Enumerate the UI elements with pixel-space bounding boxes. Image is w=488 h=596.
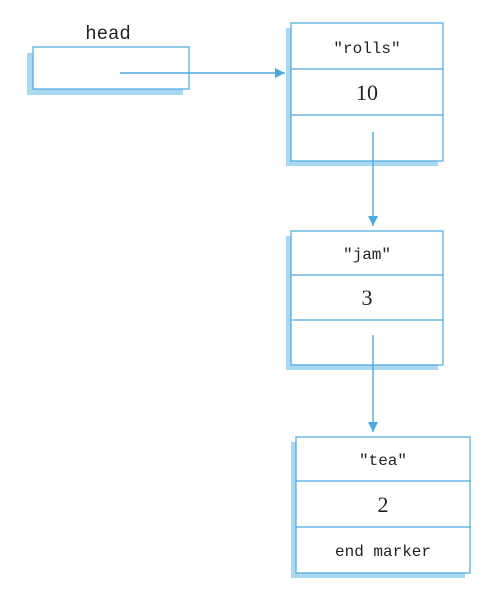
- head-box: [32, 46, 190, 90]
- node-box: [295, 436, 471, 574]
- node-name-field: "tea": [359, 452, 407, 470]
- list-node-jam: "jam" 3: [286, 230, 444, 370]
- node-box: [290, 230, 444, 366]
- node-name-field: "rolls": [333, 40, 400, 58]
- node-box: [290, 22, 444, 162]
- end-marker-label: end marker: [335, 543, 431, 561]
- node-value-field: 2: [378, 492, 389, 517]
- node-value-field: 10: [356, 80, 378, 105]
- node-value-field: 3: [362, 285, 373, 310]
- node-name-field: "jam": [343, 246, 391, 264]
- list-node-tea: "tea" 2 end marker: [291, 436, 471, 578]
- head-label: head: [85, 23, 131, 45]
- head-variable: head: [27, 23, 190, 95]
- list-node-rolls: "rolls" 10: [286, 22, 444, 166]
